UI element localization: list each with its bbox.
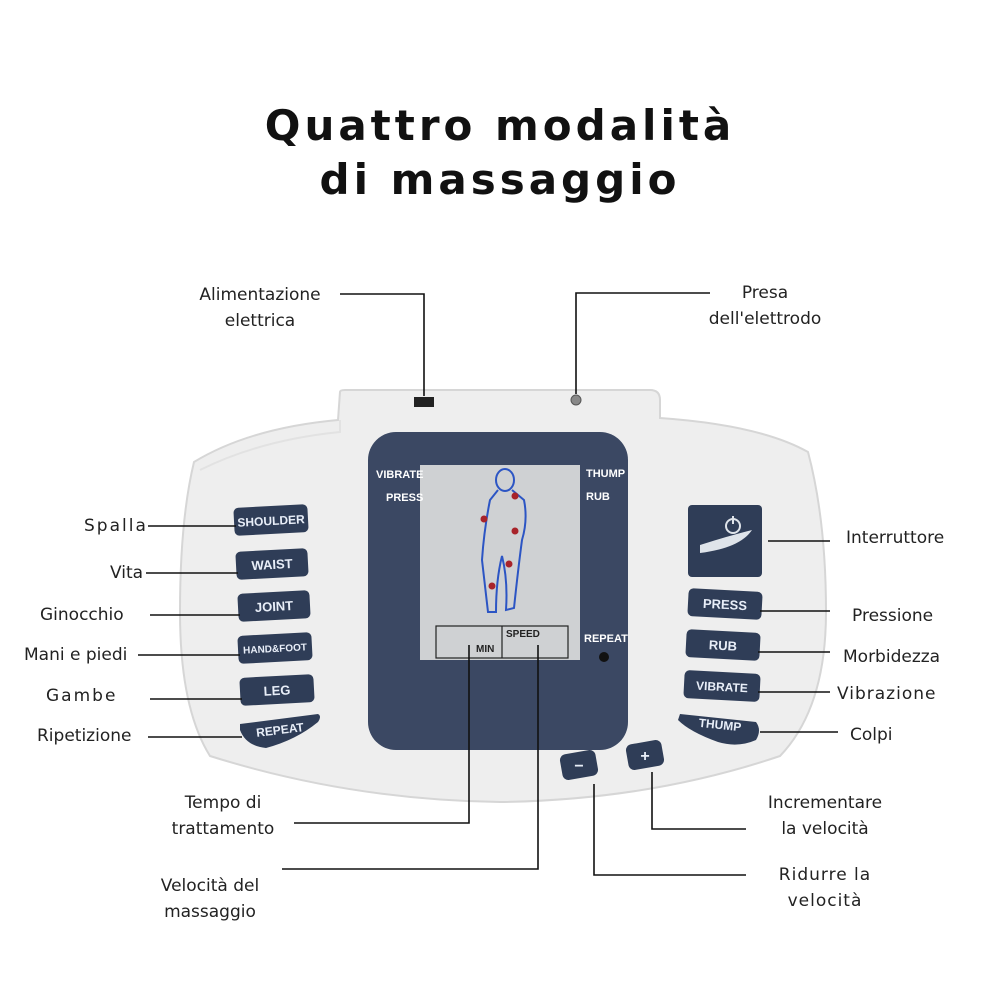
decrease-speed-button[interactable]: −	[559, 749, 599, 781]
right-button-press[interactable]: PRESS	[687, 588, 763, 620]
left-button-repeat[interactable]: REPEAT	[240, 714, 320, 748]
svg-text:THUMP: THUMP	[698, 716, 742, 734]
svg-text:VIBRATE: VIBRATE	[696, 679, 748, 696]
svg-text:WAIST: WAIST	[251, 556, 293, 573]
electrode-socket	[570, 394, 582, 406]
point-foot	[488, 582, 496, 590]
point-shoulder	[511, 492, 519, 500]
svg-text:JOINT: JOINT	[255, 598, 294, 615]
point-hand	[511, 527, 519, 535]
power-switch[interactable]	[688, 505, 762, 577]
page-title-line-1: Quattro modalità	[264, 101, 736, 150]
label-rub: Morbidezza	[843, 647, 941, 667]
lcd-repeat: REPEAT	[584, 633, 628, 645]
svg-text:REPEAT: REPEAT	[255, 720, 305, 740]
svg-text:LEG: LEG	[263, 682, 290, 698]
label-massage-speed: Velocità del massaggio	[160, 876, 260, 922]
label-thump: Colpi	[850, 725, 893, 745]
lcd-min: MIN	[476, 644, 494, 655]
page-title-line-2: di massaggio	[319, 155, 681, 204]
power-jack	[414, 397, 434, 407]
lcd-vibrate: VIBRATE	[376, 469, 423, 481]
point-waist	[480, 515, 488, 523]
label-hands-feet: Mani e piedi	[24, 645, 128, 665]
lcd-thump: THUMP	[586, 468, 625, 480]
svg-text:−: −	[574, 758, 583, 775]
lcd-press: PRESS	[386, 492, 423, 504]
lcd-rub: RUB	[586, 491, 610, 503]
label-increase-speed: Incrementare la velocità	[767, 793, 883, 839]
lcd-speed: SPEED	[506, 629, 540, 640]
svg-text:HAND&FOOT: HAND&FOOT	[243, 642, 307, 656]
left-button-joint[interactable]: JOINT	[237, 590, 311, 622]
point-knee	[505, 560, 513, 568]
label-waist: Vita	[110, 563, 144, 583]
label-knee: Ginocchio	[40, 605, 124, 625]
left-button-shoulder[interactable]: SHOULDER	[233, 504, 309, 536]
label-power-supply: Alimentazione elettrica	[199, 285, 321, 331]
svg-text:SHOULDER: SHOULDER	[237, 512, 305, 530]
increase-speed-button[interactable]: +	[625, 739, 665, 771]
leader-lines	[138, 292, 838, 876]
label-repeat: Ripetizione	[37, 726, 132, 746]
label-treatment-time: Tempo di trattamento	[171, 793, 275, 839]
body-figure-icon	[480, 468, 527, 613]
right-button-vibrate[interactable]: VIBRATE	[683, 670, 761, 702]
right-button-rub[interactable]: RUB	[685, 629, 761, 661]
label-shoulder: Spalla	[84, 516, 148, 536]
label-press: Pressione	[852, 606, 934, 626]
left-button-leg[interactable]: LEG	[239, 674, 315, 706]
label-switch: Interruttore	[846, 528, 945, 548]
left-button-waist[interactable]: WAIST	[235, 548, 309, 580]
svg-text:PRESS: PRESS	[703, 596, 748, 613]
label-vibrate: Vibrazione	[837, 684, 937, 704]
repeat-indicator	[599, 652, 609, 662]
label-electrode-socket: Presa dell'elettrodo	[708, 283, 822, 329]
svg-text:RUB: RUB	[709, 637, 738, 653]
label-legs: Gambe	[46, 686, 118, 706]
right-button-thump[interactable]: THUMP	[678, 714, 759, 745]
left-button-hand-foot[interactable]: HAND&FOOT	[237, 632, 313, 664]
svg-text:+: +	[640, 748, 649, 765]
label-decrease-speed: Ridurre la velocità	[778, 865, 872, 911]
